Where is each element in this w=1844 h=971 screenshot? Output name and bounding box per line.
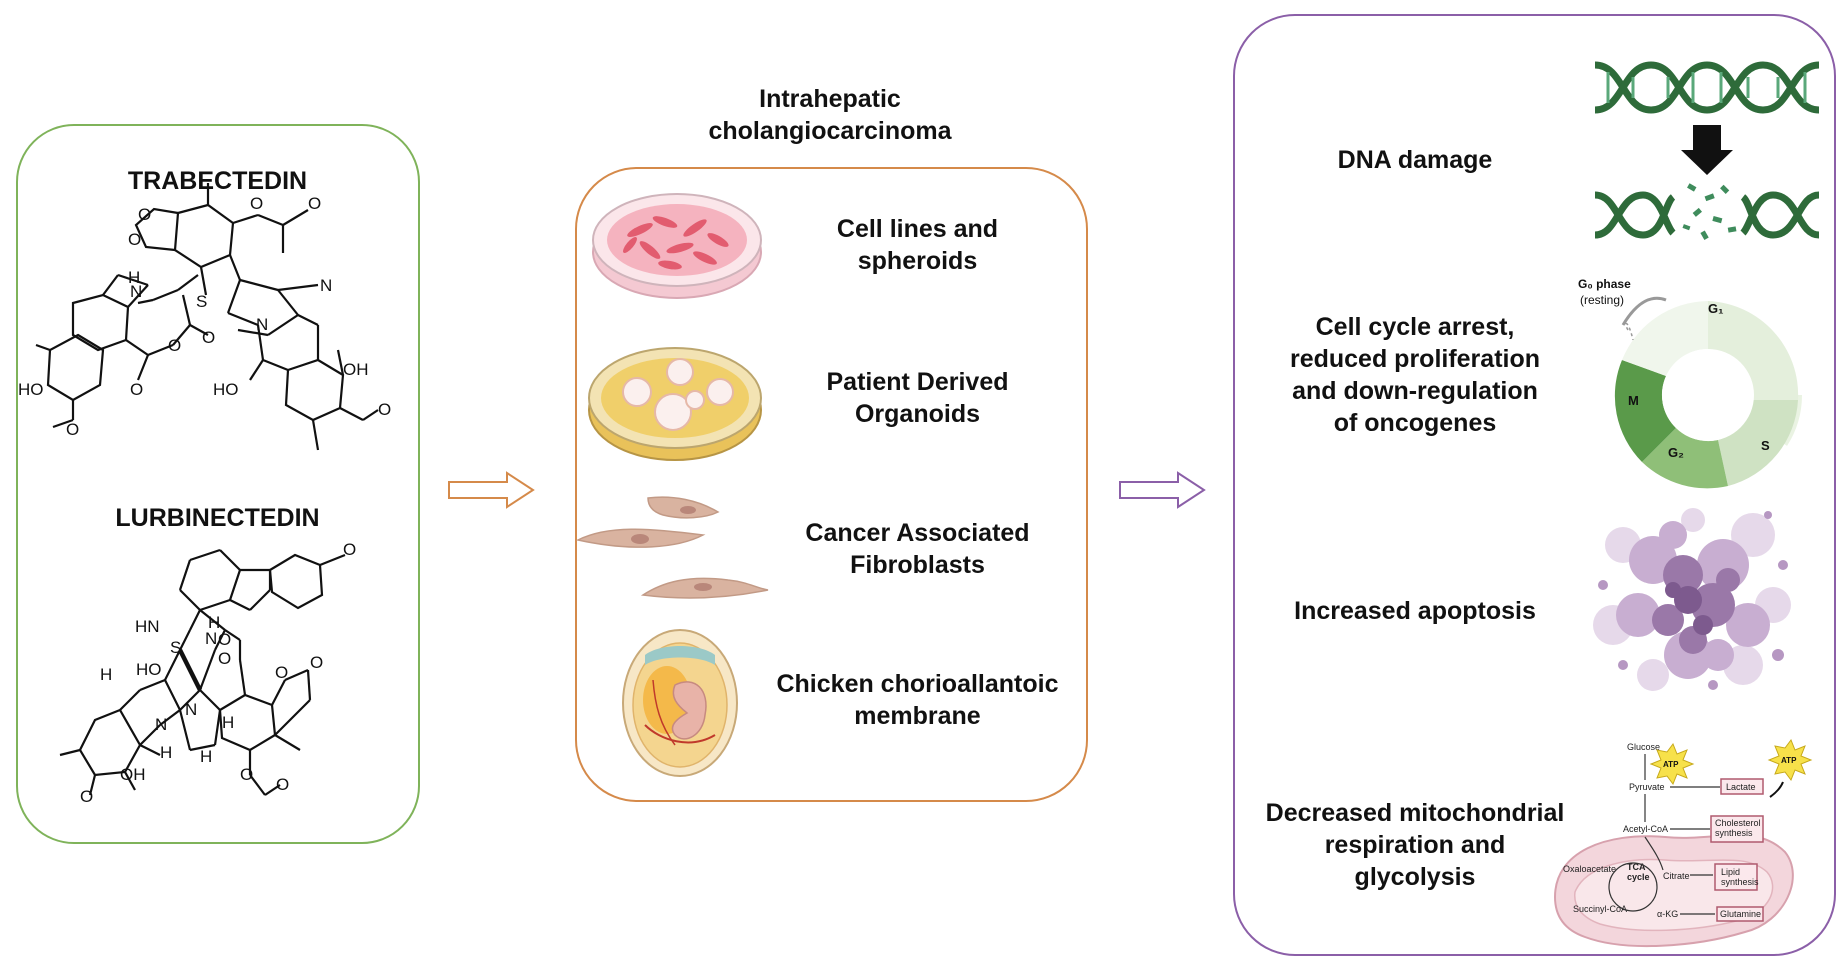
effect-label-apoptosis: Increased apoptosis [1294,597,1536,625]
cell-cycle-resting-label: (resting) [1580,293,1624,307]
lurb-atom-n-3: N [155,715,167,734]
cell-cycle-g1-label: G₁ [1708,301,1724,316]
lurbinectedin-structure: HN H N O S O O HO H N N H O O H H OH O O… [59,540,356,806]
petri-dish-cells-icon [592,193,762,299]
disease-title: Intrahepatic cholangiocarcinoma [708,85,952,145]
atom-o-4: O [308,194,321,213]
met-oxaloacetate: Oxaloacetate [1563,864,1616,874]
met-glutamine: Glutamine [1720,909,1761,919]
atom-ho-2: HO [213,380,239,399]
cell-cycle-g2-label: G₂ [1668,445,1684,460]
atom-o-3: O [250,194,263,213]
atom-n-1: N [130,282,142,301]
atom-o-9: O [66,420,79,439]
atom-h: H [128,268,140,287]
dna-break-icon [1594,61,1820,240]
arrow-right-icon [448,471,535,509]
met-akg: α-KG [1657,909,1678,919]
met-acetyl-coa: Acetyl-CoA [1623,824,1668,834]
atom-o-1: O [128,230,141,249]
atom-oh: OH [343,360,369,379]
lurb-atom-h-1: H [208,613,220,632]
met-atp-1: ATP [1663,760,1679,769]
met-atp-2: ATP [1781,756,1797,765]
lurb-atom-o-6: O [240,765,253,784]
lurb-atom-h-4: H [160,743,172,762]
lurb-atom-ho: HO [136,660,162,679]
chicken-egg-embryo-icon [622,629,738,777]
trabectedin-title: TRABECTEDIN [127,167,308,195]
metabolism-mitochondria-icon: Glucose Pyruvate Acetyl-CoA Oxaloacetate… [1553,738,1813,948]
atom-ho-1: HO [18,380,44,399]
cell-cycle-m-label: M [1628,393,1639,408]
effect-label-cell-cycle: Cell cycle arrest, reduced proliferation… [1289,313,1541,437]
lurb-atom-n-1: N [205,629,217,648]
lurb-atom-o-1: O [343,540,356,559]
lurb-atom-o-7: O [276,775,289,794]
lurbinectedin-title: LURBINECTEDIN [115,504,320,532]
lurb-atom-o-2: O [218,630,231,649]
model-label-fibroblasts: Cancer Associated Fibroblasts [805,519,1030,579]
effects-panel [1233,14,1836,956]
lurb-atom-h-3: H [222,713,234,732]
fibroblast-cells-icon [575,496,769,599]
lurb-atom-oh: OH [120,765,146,784]
atom-o-7: O [168,336,181,355]
met-glucose: Glucose [1627,742,1660,752]
lurb-atom-o-4: O [275,663,288,682]
model-label-cam: Chicken chorioallantoic membrane [776,670,1059,730]
met-citrate: Citrate [1663,871,1690,881]
atom-o-8: O [378,400,391,419]
atom-o-2: O [138,205,151,224]
lurb-atom-o-3: O [218,649,231,668]
cell-cycle-icon: G₀ phase (resting) G₁ S G₂ M [1578,277,1802,489]
lurb-atom-o-5: O [310,653,323,672]
met-pyruvate: Pyruvate [1629,782,1665,792]
lurb-atom-s: S [170,638,181,657]
lurb-atom-o-8: O [80,787,93,806]
lurb-atom-h-5: H [200,747,212,766]
model-label-organoids: Patient Derived Organoids [826,368,1009,428]
atom-n-2: N [320,276,332,295]
cell-cycle-s-label: S [1761,438,1770,453]
met-lactate: Lactate [1726,782,1756,792]
organoid-dish-icon [588,347,762,461]
lurb-atom-h-2: H [100,665,112,684]
effect-label-metabolism: Decreased mitochondrial respiration and … [1265,799,1565,891]
atom-s: S [196,292,207,311]
trabectedin-structure: O O O O S H N N N HO HO OH O O O O O [18,183,391,451]
model-label-cell-lines: Cell lines and spheroids [836,215,999,275]
met-succinyl: Succinyl-CoA [1573,904,1627,914]
cell-cycle-g0-label: G₀ phase [1578,277,1631,291]
apoptotic-cells-icon [1593,508,1791,691]
effect-label-dna-damage: DNA damage [1337,146,1493,174]
atom-o-6: O [202,328,215,347]
arrow-right-icon [1119,471,1206,509]
atom-n-3: N [256,315,268,334]
lurb-atom-n-2: N [185,700,197,719]
lurb-atom-hn: HN [135,617,160,636]
atom-o-5: O [130,380,143,399]
